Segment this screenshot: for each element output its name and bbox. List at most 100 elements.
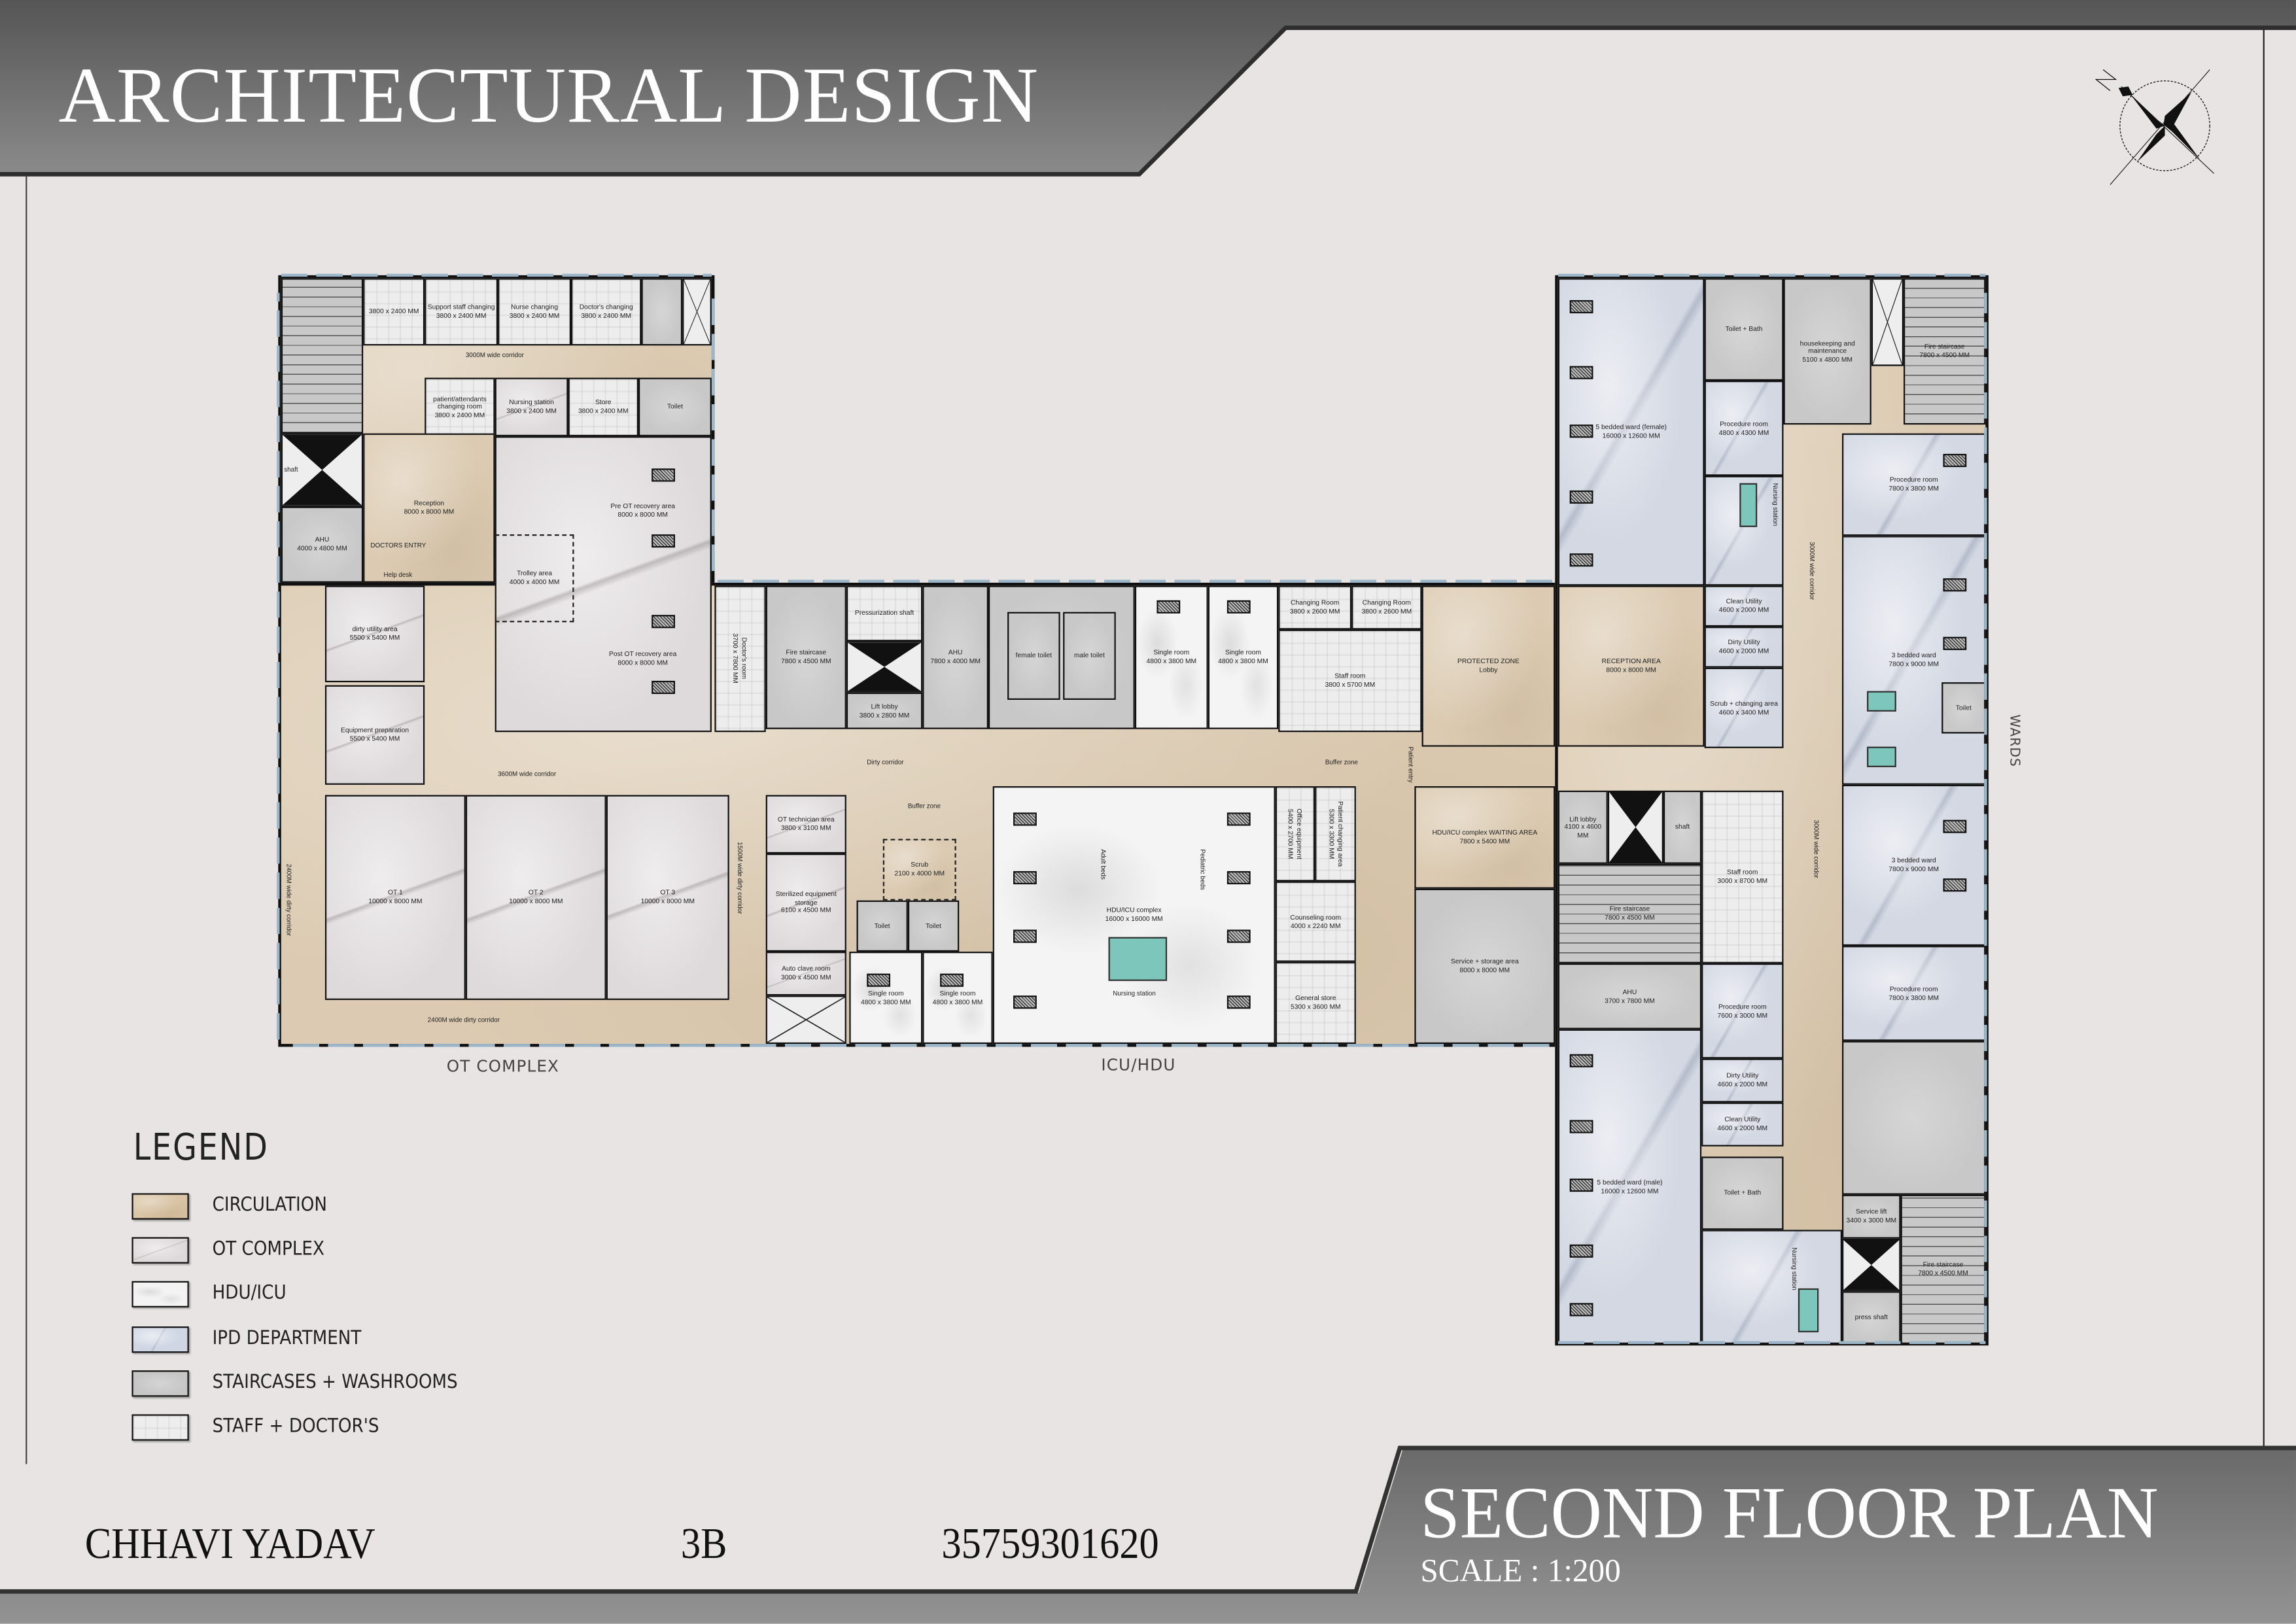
room-name: Procedure room	[1889, 985, 1938, 993]
bed-icon	[1569, 1303, 1593, 1317]
room-name: Staff room	[1727, 869, 1758, 876]
room-size: 7800 x 4500 MM	[1605, 913, 1655, 922]
header-title: ARCHITECTURAL DESIGN	[58, 51, 1039, 139]
nursing-counter-icon	[1867, 746, 1896, 767]
legend-item: HDU/ICU	[131, 1281, 512, 1307]
room-name: Trolley area	[517, 570, 553, 578]
plan-annotation: 1500M wide dirty corridor	[736, 842, 744, 914]
lift-icon	[281, 433, 364, 507]
room-size: 4600 x 2000 MM	[1717, 1124, 1768, 1132]
window-strip	[281, 273, 712, 277]
room-name: Scrub + changing area	[1710, 699, 1778, 707]
room-name: patient/attendants changing room	[433, 394, 487, 411]
room-block	[1701, 1230, 1843, 1344]
room-size: 3800 x 2600 MM	[1289, 607, 1340, 615]
room-size: 5400 x 2700 MM	[1287, 808, 1295, 859]
window-strip	[1557, 1341, 1986, 1344]
room-size: 8000 x 8000 MM	[1606, 666, 1656, 674]
bed-icon	[1569, 1244, 1593, 1258]
room-name: Procedure room	[1720, 420, 1768, 428]
plan-annotation: shaft	[284, 465, 298, 474]
bed-icon	[1943, 820, 1967, 833]
room-size: 7800 x 4500 MM	[1918, 1269, 1968, 1277]
room-name: Fire staircase	[786, 649, 827, 657]
room-size: 10000 x 8000 MM	[640, 897, 695, 905]
room-name: press shaft	[1854, 1313, 1888, 1321]
room-size: 4000 x 4000 MM	[509, 578, 560, 586]
legend-swatch	[131, 1193, 189, 1220]
room-toilet: Toilet	[907, 900, 960, 952]
bed-icon	[1226, 812, 1251, 826]
north-arrow-compass-icon	[2095, 69, 2214, 185]
room-block	[641, 278, 683, 346]
room-name: Procedure room	[1889, 476, 1938, 484]
bed-icon	[652, 468, 675, 482]
room-toilet: Toilet	[856, 900, 908, 952]
room-name: Staff room	[1334, 672, 1366, 680]
room-name: Lift lobby	[871, 702, 898, 710]
room-name: Office equipment	[1296, 808, 1304, 859]
bed-icon	[1569, 490, 1593, 504]
plan-annotation: DOCTORS ENTRY	[370, 542, 426, 549]
legend-swatch	[131, 1237, 189, 1264]
room-name: Toilet	[926, 922, 942, 929]
section: 3B	[680, 1519, 727, 1568]
room-size: 5300 x 3300 MM	[1328, 808, 1336, 859]
room-name: AHU	[1622, 988, 1637, 995]
lift-icon	[1607, 790, 1663, 864]
room-name: Toilet	[1955, 704, 1972, 712]
legend-label: IPD DEPARTMENT	[212, 1328, 362, 1350]
bed-icon	[1943, 578, 1967, 592]
room-size: 4800 x 3800 MM	[1218, 657, 1268, 665]
room-name: General store	[1295, 994, 1336, 1003]
duct-shaft-icon	[765, 995, 846, 1045]
room-name: female toilet	[1015, 651, 1052, 659]
nursing-counter-icon	[1108, 937, 1168, 981]
room-size: 3700 x 7800 MM	[733, 634, 740, 684]
room-name: Service + storage area	[1450, 958, 1519, 966]
nursing-counter-icon	[1798, 1288, 1819, 1333]
room-size: 4800 x 3800 MM	[860, 997, 911, 1005]
room-name: Pre OT recovery area	[610, 502, 676, 510]
room-name: Sterilized equipment storage	[775, 890, 837, 906]
room-size: 16000 x 12600 MM	[1602, 432, 1660, 440]
room-name: HDU/ICU complex WAITING AREA	[1432, 829, 1538, 837]
bed-icon	[867, 973, 891, 987]
bed-icon	[1569, 1120, 1593, 1133]
legend-item: CIRCULATION	[131, 1193, 512, 1220]
room-name: Service lift	[1856, 1208, 1887, 1216]
bed-icon	[1569, 366, 1593, 379]
lift-icon	[846, 641, 923, 693]
bed-icon	[1226, 995, 1251, 1009]
room-size: 7800 x 4000 MM	[930, 657, 981, 665]
room-size: 3800 x 2800 MM	[859, 710, 910, 718]
